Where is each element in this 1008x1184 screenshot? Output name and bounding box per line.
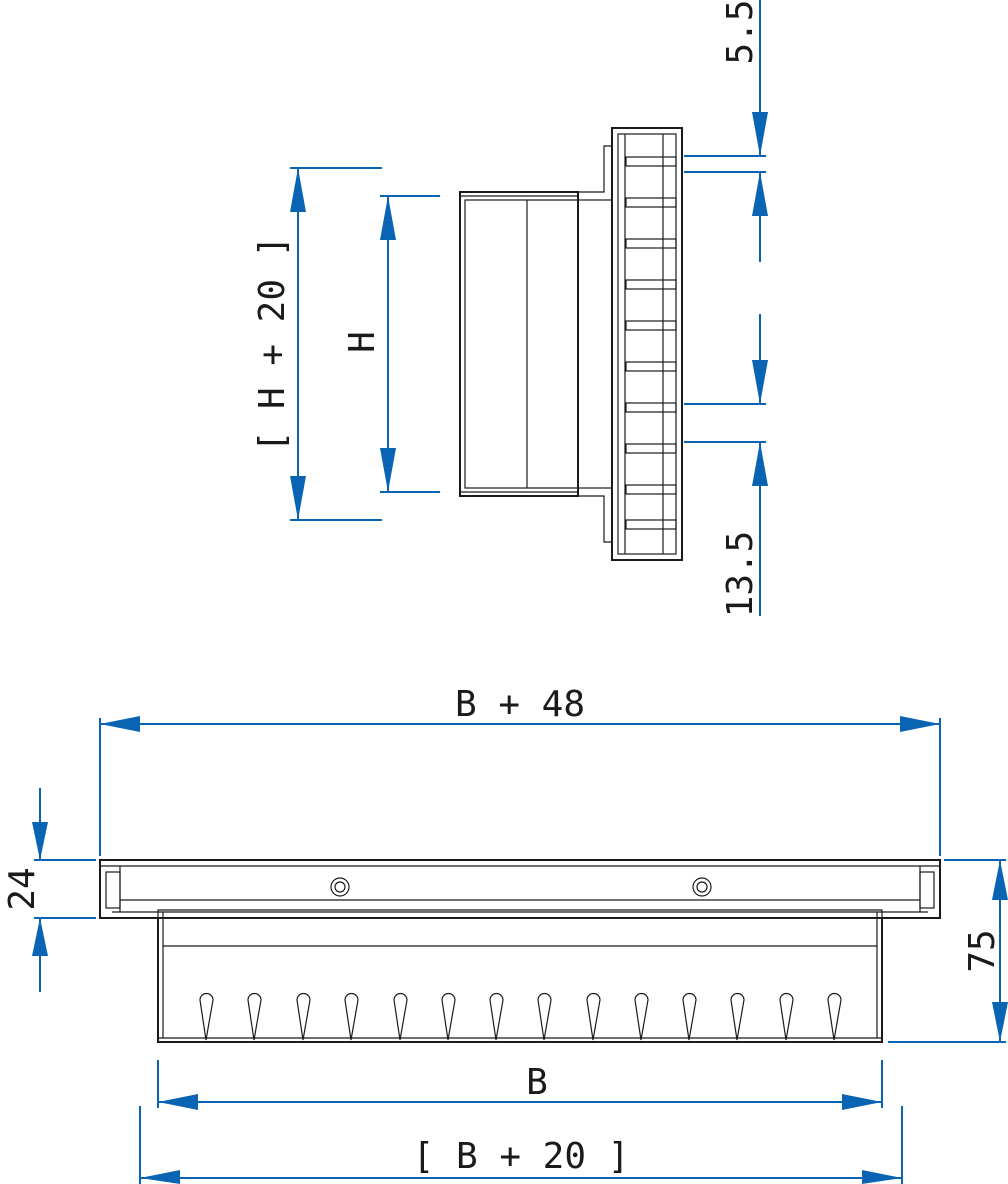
dimension-width-label: B	[526, 1062, 548, 1103]
dimension-frame-label: 24	[2, 867, 43, 910]
blade	[625, 402, 677, 413]
side-view-blades	[625, 156, 677, 530]
blade	[625, 361, 677, 372]
blade	[625, 519, 677, 530]
blade	[625, 443, 677, 454]
dimension-width-total: B + 48	[99, 684, 941, 856]
dimension-height-total-label: [ H + 20 ]	[252, 236, 293, 453]
front-view-spring-clips	[199, 992, 842, 1041]
side-view-body	[459, 191, 613, 497]
dimension-bottom-gap: 13.5	[684, 314, 768, 617]
dimension-bottom-gap-label: 13.5	[720, 531, 761, 618]
dimension-height-total: [ H + 20 ]	[252, 167, 382, 521]
spring-clip	[730, 992, 745, 1041]
screw-hole	[692, 877, 712, 897]
blade	[625, 320, 677, 331]
front-view-body	[157, 909, 883, 1043]
front-view: B + 48 24 75 B	[2, 684, 1008, 1184]
dimension-depth-label: 75	[962, 929, 1003, 972]
dimension-height-label: H	[342, 331, 383, 353]
spring-clip	[441, 992, 456, 1041]
dimension-top-gap-label: 5.5	[720, 0, 761, 65]
spring-clip	[393, 992, 408, 1041]
spring-clip	[586, 992, 601, 1041]
blade	[625, 484, 677, 495]
dimension-frame: 24	[2, 788, 96, 992]
dimension-width: B	[157, 1060, 883, 1110]
spring-clip	[779, 992, 794, 1041]
spring-clip	[296, 992, 311, 1041]
spring-clip	[344, 992, 359, 1041]
front-view-flange	[99, 859, 941, 919]
screw-hole	[330, 877, 350, 897]
spring-clip	[489, 992, 504, 1041]
blade	[625, 279, 677, 290]
spring-clip	[199, 992, 214, 1041]
dimension-top-gap: 5.5	[684, 0, 768, 262]
front-view-screw-holes	[330, 877, 712, 897]
side-view: 5.5 13.5 H [ H + 20 ]	[252, 0, 768, 617]
spring-clip	[682, 992, 697, 1041]
dimension-depth: 75	[888, 859, 1008, 1043]
blade	[625, 156, 677, 167]
dimension-height: H	[342, 195, 440, 493]
spring-clip	[827, 992, 842, 1041]
blade	[625, 197, 677, 208]
dimension-width-total-label: B + 48	[455, 684, 585, 725]
dimension-width-opening: [ B + 20 ]	[139, 1106, 903, 1184]
dimension-width-opening-label: [ B + 20 ]	[413, 1136, 630, 1177]
spring-clip	[537, 992, 552, 1041]
blade	[625, 238, 677, 249]
spring-clip	[634, 992, 649, 1041]
spring-clip	[247, 992, 262, 1041]
side-view-flange	[578, 127, 683, 561]
